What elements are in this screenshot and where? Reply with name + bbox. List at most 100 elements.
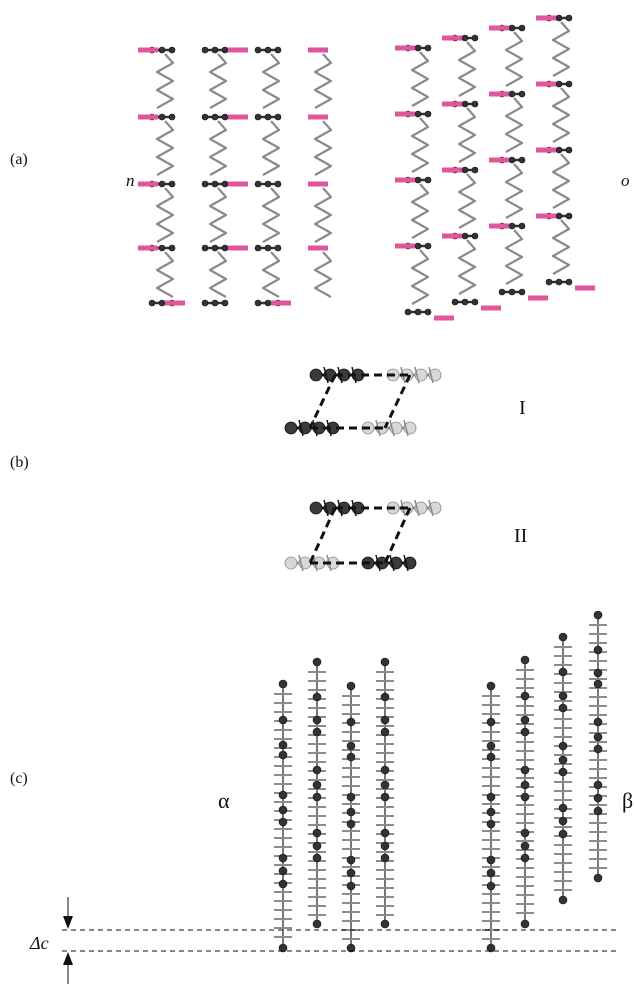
atom [201,299,209,307]
atom [518,156,526,164]
atom [346,855,356,865]
panel-a-label: (a) [10,151,28,168]
atom [312,657,322,667]
chain-segment [410,183,430,239]
molecule-h [403,419,409,437]
atom [254,46,262,54]
molecule-h [323,499,329,517]
atom [520,853,530,863]
atom [274,113,282,121]
atom [424,308,432,316]
atom [565,212,573,220]
chain-segment [457,41,477,97]
atom [221,244,229,252]
atom [593,732,603,742]
molecule-h [298,554,304,572]
atom [486,943,496,953]
arrow-bottom-head [63,952,73,965]
atom [593,610,603,620]
atom [593,668,603,678]
atom [380,780,390,790]
chain-segment [155,53,175,109]
atom [201,46,209,54]
molecule-h [389,554,395,572]
atom [274,244,282,252]
atom [312,841,322,851]
atom [461,166,469,174]
atom [278,715,288,725]
atom [518,24,526,32]
end-group [536,147,556,153]
end-group [138,181,158,187]
atom [168,46,176,54]
chain-segment [504,31,524,87]
atom [380,692,390,702]
atom [158,46,166,54]
end-group [442,101,462,107]
chain-segment [457,173,477,229]
atom [558,895,568,905]
atom [555,14,563,22]
atom [254,180,262,188]
panel-c-label: (c) [10,770,28,787]
atom [278,679,288,689]
atom [508,90,516,98]
atom [380,715,390,725]
atom [168,180,176,188]
atom [520,727,530,737]
atom [593,679,603,689]
atom [221,180,229,188]
chain-segment [208,251,228,298]
atom [486,681,496,691]
end-group [442,35,462,41]
atom [486,868,496,878]
chain-segment [208,53,228,109]
atom [518,90,526,98]
atom [520,919,530,929]
chain-segment [551,87,571,143]
atom [565,278,573,286]
atom [312,780,322,790]
atom [558,632,568,642]
atom [520,715,530,725]
atom [424,44,432,52]
atom [593,806,603,816]
atom [593,793,603,803]
molecule-h [428,499,434,517]
atom [593,717,603,727]
atom [424,176,432,184]
end-group [228,47,248,53]
atom [278,879,288,889]
atom [380,853,390,863]
atom [414,44,422,52]
atom [274,46,282,54]
atom [555,80,563,88]
atom [346,752,356,762]
atom [346,792,356,802]
atom [346,807,356,817]
atom [498,288,506,296]
panel-a-drawing [138,14,595,321]
atom [346,819,356,829]
form-2-label: II [514,525,528,547]
atom [520,841,530,851]
atom [486,855,496,865]
end-group [489,157,509,163]
atom [312,792,322,802]
atom [211,46,219,54]
atom [380,792,390,802]
end-group [138,47,158,53]
chain-segment [155,251,175,298]
chain-segment [313,120,333,176]
end-group [228,245,248,251]
molecule-h [414,499,420,517]
panel-a-right-label: o [621,171,630,190]
atom [278,943,288,953]
chain-segment [155,120,175,176]
chain-segment [410,117,430,173]
atom [486,752,496,762]
atom [471,166,479,174]
atom [346,741,356,751]
atom [558,816,568,826]
